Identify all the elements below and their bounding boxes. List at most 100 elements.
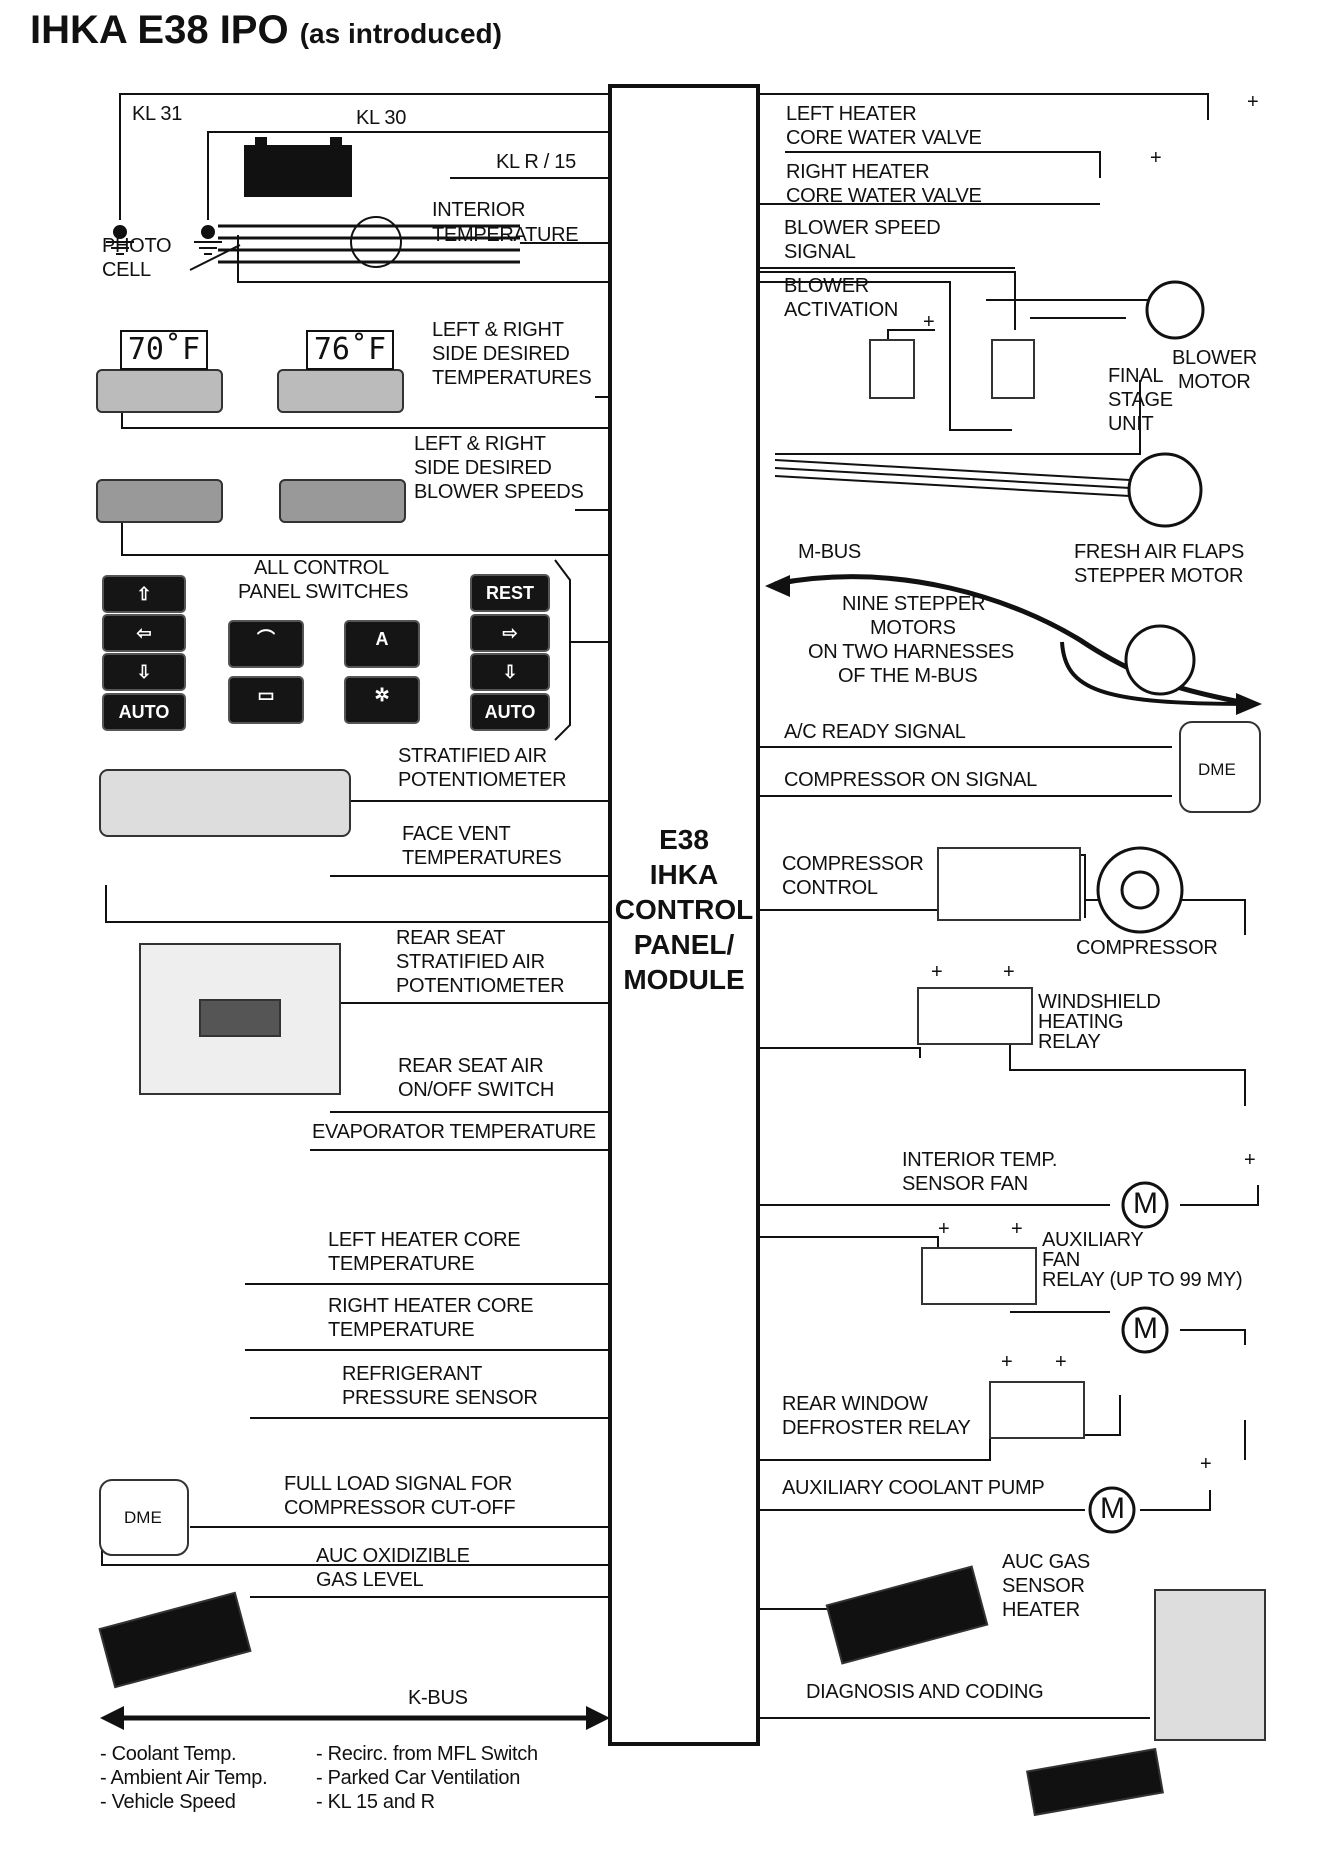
compressor-control-box [937, 847, 1081, 921]
plus-aux-pump: + [1200, 1453, 1212, 1475]
label-aux-pump: AUXILIARY COOLANT PUMP [782, 1477, 1045, 1499]
blower-rocker-left [96, 479, 223, 523]
button-auto-left[interactable]: AUTO [102, 693, 186, 731]
label-right-valve-2: CORE WATER VALVE [786, 185, 982, 207]
label-blower-act-2: ACTIVATION [784, 299, 899, 321]
blower-act-line [758, 271, 1016, 330]
label-stepper-1: NINE STEPPER [842, 593, 986, 615]
label-blower-signal-1: BLOWER SPEED [784, 217, 941, 239]
arrow-down-key-right[interactable]: ⇩ [470, 653, 550, 691]
label-photo-cell-2: CELL [102, 259, 151, 281]
label-compressor-on: COMPRESSOR ON SIGNAL [784, 769, 1037, 791]
battery-icon [244, 145, 352, 197]
label-right-valve-1: RIGHT HEATER [786, 161, 930, 183]
label-rear-switch-1: REAR SEAT AIR [398, 1055, 544, 1077]
button-auto-right[interactable]: AUTO [470, 693, 550, 731]
battery-terminal-1 [255, 137, 267, 146]
label-blower-speeds-1: LEFT & RIGHT [414, 433, 546, 455]
aux-pump-line-2 [1140, 1490, 1211, 1511]
blower-rocker-right [279, 479, 406, 523]
label-diagnosis: DIAGNOSIS AND CODING [806, 1681, 1044, 1703]
kl30-line [207, 131, 610, 220]
stratified-vent [99, 769, 351, 837]
label-compressor: COMPRESSOR [1076, 937, 1218, 959]
plus-windshield-1: + [931, 961, 943, 983]
plus-blower: + [923, 311, 935, 333]
arrow-right-key[interactable]: ⇨ [470, 614, 550, 652]
arrow-down-key[interactable]: ⇩ [102, 653, 186, 691]
fresh-air-line [775, 380, 1141, 455]
label-left-core-2: TEMPERATURE [328, 1253, 475, 1275]
defrost-key[interactable]: ⌒ [228, 620, 304, 668]
label-auc-sensor-3: HEATER [1002, 1599, 1080, 1621]
kbus-list-right-3: - KL 15 and R [316, 1791, 435, 1813]
auc-box-left [98, 1591, 252, 1689]
plus-aux-fan-2: + [1011, 1218, 1023, 1240]
kbus-list-left-3: - Vehicle Speed [100, 1791, 236, 1813]
module-line-4: PANEL/ [633, 929, 735, 960]
label-windshield-2: HEATING [1038, 1011, 1124, 1033]
label-blower-act-1: BLOWER [784, 275, 869, 297]
label-blower-speeds-2: SIDE DESIRED [414, 457, 552, 479]
rear-defrost-key[interactable]: ▭ [228, 676, 304, 724]
kbus-list-left-1: - Coolant Temp. [100, 1743, 237, 1765]
aux-fan-relay-box [921, 1247, 1037, 1305]
label-stratified-2: POTENTIOMETER [398, 769, 567, 791]
label-aux-fan-3: RELAY (UP TO 99 MY) [1042, 1269, 1243, 1291]
label-control-switches-2: PANEL SWITCHES [238, 581, 409, 603]
mbus-bus-2 [1060, 641, 1251, 706]
label-auc-sensor-2: SENSOR [1002, 1575, 1085, 1597]
fresh-air-motor [1127, 452, 1203, 528]
compressor-icon-inner [1120, 870, 1160, 910]
aux-fan-line [758, 1236, 939, 1260]
label-face-vent-1: FACE VENT [402, 823, 511, 845]
arrow-left-key[interactable]: ⇦ [102, 614, 186, 652]
label-left-core-1: LEFT HEATER CORE [328, 1229, 521, 1251]
label-rear-strat-3: POTENTIOMETER [396, 975, 565, 997]
module-line-2: IHKA [649, 859, 719, 890]
rear-window-relay-box [989, 1381, 1085, 1439]
aux-fan-motor [1121, 1306, 1169, 1354]
left-valve-line-2 [785, 151, 1101, 178]
label-rear-window-1: REAR WINDOW [782, 1393, 928, 1415]
label-auc-oxid-2: GAS LEVEL [316, 1569, 424, 1591]
label-aux-fan-1: AUXILIARY [1042, 1229, 1144, 1251]
button-rest[interactable]: REST [470, 574, 550, 612]
mbus-bus [774, 574, 1251, 707]
kl31-line [119, 93, 610, 220]
rear-vent [199, 999, 281, 1037]
lcd-right-temp: 76˚F [306, 330, 394, 370]
module-line-5: MODULE [623, 964, 745, 995]
kbus-list-right-1: - Recirc. from MFL Switch [316, 1743, 538, 1765]
face-vent-line-2 [105, 885, 610, 923]
label-left-valve-1: LEFT HEATER [786, 103, 917, 125]
label-blower-motor-1: BLOWER [1172, 347, 1257, 369]
temp-rocker-left [96, 369, 223, 413]
label-int-fan-2: SENSOR FAN [902, 1173, 1028, 1195]
plus-left-valve: + [1247, 91, 1259, 113]
arrow-up-key[interactable]: ⇧ [102, 575, 186, 613]
label-control-switches-1: ALL CONTROL [254, 557, 389, 579]
label-refrig-1: REFRIGERANT [342, 1363, 483, 1385]
label-windshield-3: RELAY [1038, 1031, 1101, 1053]
fresh-air-cable-3 [774, 475, 1131, 497]
dme-right-box [1179, 721, 1261, 813]
module-line-1: E38 [659, 824, 709, 855]
kbus-arrow-right [586, 1706, 610, 1730]
label-blower-motor-2: MOTOR [1178, 371, 1251, 393]
diag-computer [1154, 1589, 1266, 1741]
windshield-line [758, 1047, 921, 1058]
label-fresh-air-2: STEPPER MOTOR [1074, 565, 1244, 587]
label-kl30: KL 30 [356, 107, 407, 129]
plus-rear-window-2: + [1055, 1351, 1067, 1373]
label-photo-cell-1: PHOTO [102, 235, 172, 257]
label-fresh-air-1: FRESH AIR FLAPS [1074, 541, 1244, 563]
ac-key[interactable]: A [344, 620, 420, 668]
switch-bracket [554, 559, 571, 741]
fresh-air-cable-2 [774, 467, 1131, 489]
module-line-3: CONTROL [614, 894, 754, 925]
recirc-key[interactable]: ✲ [344, 676, 420, 724]
dme-right-label: DME [1198, 760, 1236, 779]
label-final-stage-3: UNIT [1108, 413, 1154, 435]
